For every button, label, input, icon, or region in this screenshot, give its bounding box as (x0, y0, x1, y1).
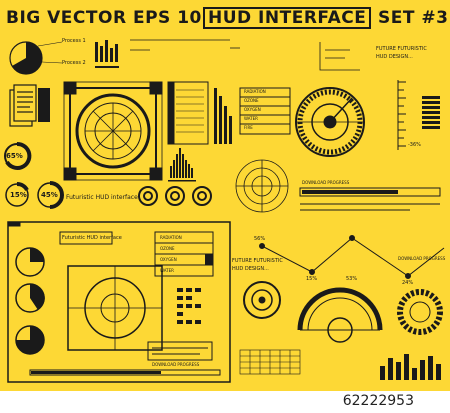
stock-id: 62222953 (342, 393, 414, 409)
menu-top-item-ozone: OZONE (244, 98, 259, 103)
label-download-progress-1: DOWNLOAD PROGRESS (302, 180, 350, 185)
mini-bars-top (95, 40, 119, 68)
menu-left-item-radiation: RADIATION (160, 235, 182, 240)
menu-left-frame (154, 231, 214, 277)
line-chart-label-1: 56% (254, 236, 266, 242)
radial-dial-large (295, 87, 365, 157)
small-round-dial (243, 281, 281, 319)
bracket-box-top-right (319, 42, 360, 71)
line-chart (259, 235, 445, 279)
top-ornament-lines (130, 39, 240, 51)
download-progress-panel (29, 341, 221, 376)
title-part-1: BIG VECTOR EPS 10 (6, 8, 202, 28)
striped-box-right (422, 96, 440, 129)
concentric-target (235, 159, 289, 213)
menu-left-item-water: WATER (160, 268, 174, 273)
percent-neg-36: -36% (408, 142, 421, 148)
gauge-65 (4, 141, 32, 170)
title-part-3: SET #3 (378, 8, 449, 28)
label-process-1: Process 1 (62, 38, 86, 44)
label-download-progress-2: DOWNLOAD PROGRESS (152, 362, 200, 367)
pie-chart-widget (9, 41, 63, 75)
peak-bar-chart (168, 148, 196, 182)
menu-top-item-radiation: RADIATION (244, 89, 266, 94)
hex-grid-patch (239, 349, 301, 375)
stock-footer: 62222953 (0, 391, 450, 413)
ruler-right (397, 80, 406, 150)
document-icons (9, 84, 50, 127)
dashed-ring (397, 289, 443, 335)
half-gauge (297, 287, 383, 343)
label-future-futuristic-1: FUTURE FUTURISTIC (376, 46, 427, 52)
line-chart-label-4: 24% (402, 280, 414, 286)
tall-bars-center (214, 88, 232, 144)
menu-top-frame (239, 87, 291, 135)
equalizer-bars (380, 354, 441, 380)
percent-45: 45% (41, 191, 58, 199)
vertical-menu-list (167, 81, 209, 145)
percent-15: 15% (10, 191, 27, 199)
menu-top-item-oxygen: OXYGEN (244, 107, 261, 112)
gauge-45 (37, 181, 64, 209)
page-title: BIG VECTOR EPS 10 HUD INTERFACE SET #3 (6, 7, 449, 31)
line-chart-label-3: 53% (346, 276, 358, 282)
percent-65: 65% (6, 152, 23, 160)
label-futuristic-hud-2: Futuristic HUD interface (62, 235, 122, 241)
menu-top-item-water: WATER (244, 116, 258, 121)
label-hud-design-2: HUD DESIGN... (232, 266, 269, 272)
bottom-left-panel (7, 221, 231, 383)
label-future-futuristic-2: FUTURE FUTURISTIC (232, 258, 283, 264)
panel-bars (177, 288, 201, 324)
central-hud-frame (63, 81, 163, 181)
label-download-progress-3: DOWNLOAD PROGRESS (398, 256, 446, 261)
download-progress-top (299, 187, 441, 211)
menu-left-item-ozone: OZONE (160, 246, 175, 251)
label-hud-design-1: HUD DESIGN... (376, 54, 413, 60)
label-futuristic-hud-1: Futuristic HUD interface (66, 194, 138, 201)
menu-left-item-oxygen: OXYGEN (160, 257, 177, 262)
panel-gauges-stack (15, 247, 45, 355)
title-part-2-boxed: HUD INTERFACE (203, 7, 372, 29)
line-chart-label-2: 15% (306, 276, 318, 282)
label-process-2: Process 2 (62, 60, 86, 66)
menu-top-item-fire: FIRE (244, 125, 253, 130)
gauge-15 (5, 182, 29, 207)
crosshair-scope (67, 265, 163, 351)
ring-buttons-row (138, 186, 212, 206)
